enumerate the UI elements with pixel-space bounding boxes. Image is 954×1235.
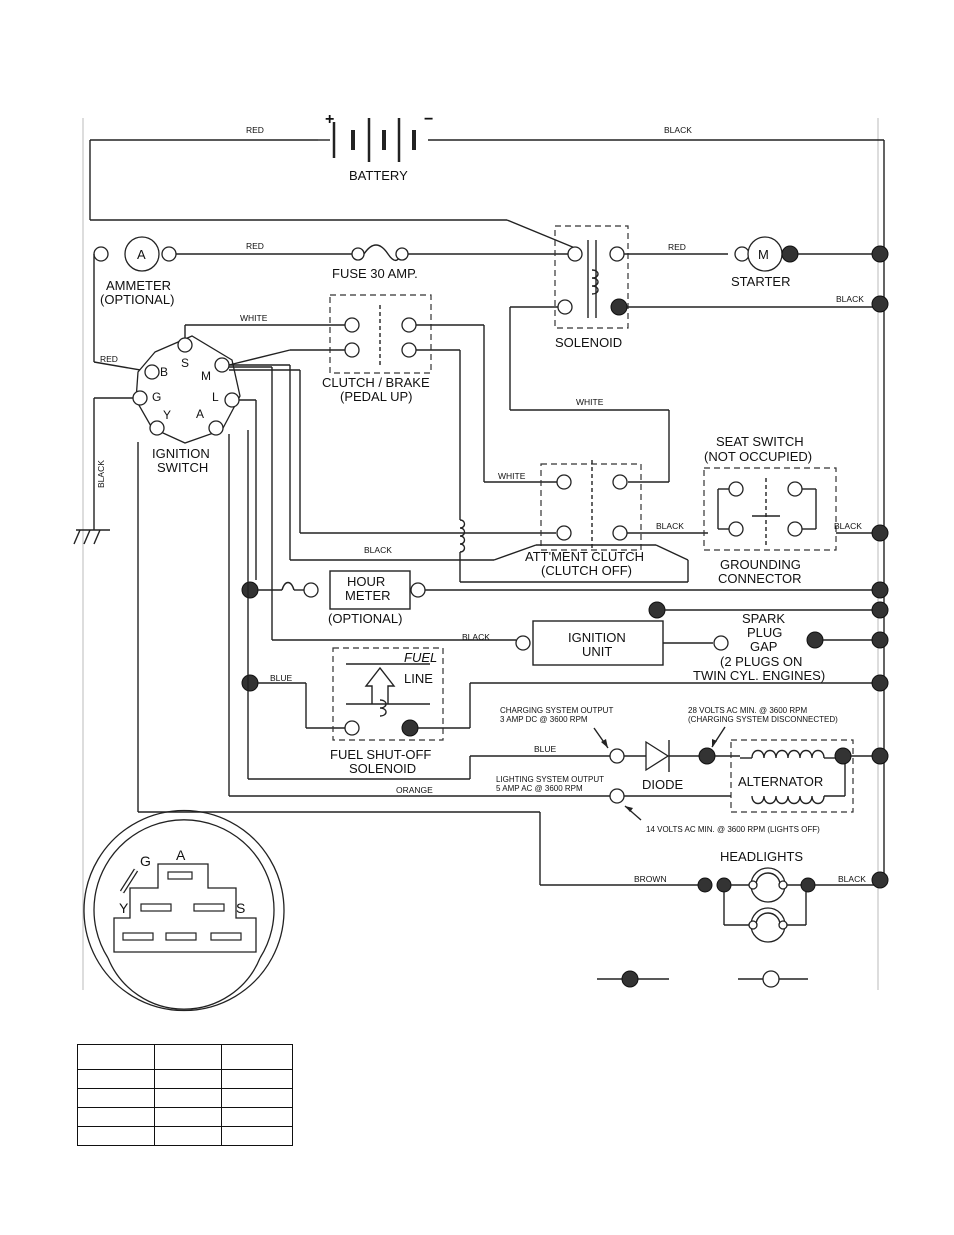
lighting-output-label: LIGHTING SYSTEM OUTPUT	[496, 775, 604, 784]
ign-terminal-l: L	[212, 390, 219, 404]
fuse-label: FUSE 30 AMP.	[332, 266, 418, 281]
ignition-unit-label-2: UNIT	[582, 644, 612, 659]
starter-label: STARTER	[731, 274, 790, 289]
starter-symbol: M	[758, 247, 769, 262]
ammeter-symbol: A	[137, 247, 146, 262]
fuse: FUSE 30 AMP.	[332, 244, 418, 281]
wire-label-red-starter: RED	[668, 242, 686, 252]
wire-label-black-ignition-unit: BLACK	[462, 632, 490, 642]
hour-meter: HOUR METER (OPTIONAL)	[303, 570, 426, 626]
seat-switch: SEAT SWITCH (NOT OCCUPIED) GROUNDING CON…	[703, 434, 837, 586]
grounding-connector-label: GROUNDING	[720, 557, 801, 572]
fuel-solenoid-label-2: SOLENOID	[349, 761, 416, 776]
wire-label-black-seat: BLACK	[834, 521, 862, 531]
ign-terminal-m: M	[201, 369, 211, 383]
seat-switch-label-2: (NOT OCCUPIED)	[704, 449, 812, 464]
connector-pin-g: G	[140, 853, 151, 869]
wiring-schematic: + − BATTERY RED BLACK A AMMETER (OPTIONA…	[73, 111, 889, 1012]
connector-pin-s: S	[236, 900, 245, 916]
wire-label-black-battery: BLACK	[664, 125, 692, 135]
starter-solenoid: SOLENOID	[554, 225, 629, 350]
diode-label: DIODE	[642, 777, 684, 792]
battery-label: BATTERY	[349, 168, 408, 183]
spark-plug-label-2: PLUG	[747, 625, 782, 640]
battery: + − BATTERY	[90, 111, 884, 183]
spark-plug-label: SPARK	[742, 611, 785, 626]
wire-label-red-ammeter: RED	[246, 241, 264, 251]
table-row	[77, 1044, 293, 1070]
wire-label-blue-fuel: BLUE	[270, 673, 293, 683]
ignition-pin-table	[77, 1044, 293, 1146]
wire-label-orange: ORANGE	[396, 785, 433, 795]
table-row	[77, 1069, 293, 1089]
spark-plug-label-3: GAP	[750, 639, 777, 654]
ammeter-label: AMMETER	[106, 278, 171, 293]
wire-label-red-battery: RED	[246, 125, 264, 135]
legend-connector-symbols	[597, 970, 808, 988]
fuel-shutoff-solenoid: FUEL LINE FUEL SHUT-OFF SOLENOID	[330, 647, 444, 776]
wire-label-white-ignition: WHITE	[240, 313, 268, 323]
wire-label-black-clutch: BLACK	[364, 545, 392, 555]
alternator-label: ALTERNATOR	[738, 774, 823, 789]
wire-label-black-headlights: BLACK	[838, 874, 866, 884]
ign-terminal-b: B	[160, 365, 168, 379]
wire-label-brown: BROWN	[634, 874, 667, 884]
attment-clutch-label-2: (CLUTCH OFF)	[541, 563, 632, 578]
ign-terminal-s: S	[181, 356, 189, 370]
fuel-solenoid-label: FUEL SHUT-OFF	[330, 747, 431, 762]
charging-output-label: CHARGING SYSTEM OUTPUT	[500, 706, 613, 715]
battery-plus-sign: +	[325, 111, 334, 128]
charging-output-label-2: 3 AMP DC @ 3600 RPM	[500, 715, 588, 724]
clutch-brake-label: CLUTCH / BRAKE	[322, 375, 430, 390]
wire-label-black-ground: BLACK	[96, 460, 106, 488]
hour-meter-label-2: METER	[345, 588, 391, 603]
connector-pin-a: A	[176, 847, 186, 863]
fuel-line-label: FUEL	[404, 650, 437, 665]
wire-label-red-ignition: RED	[100, 354, 118, 364]
ignition-unit: IGNITION UNIT	[515, 620, 664, 666]
ignition-switch-label-2: SWITCH	[157, 460, 208, 475]
ammeter-optional: (OPTIONAL)	[100, 292, 174, 307]
lights-test-label: 14 VOLTS AC MIN. @ 3600 RPM (LIGHTS OFF)	[646, 825, 820, 834]
spark-plug: SPARK PLUG GAP (2 PLUGS ON TWIN CYL. ENG…	[693, 611, 825, 683]
ignition-connector-view: G A Y S	[83, 809, 285, 1012]
starter-motor: M STARTER	[731, 236, 799, 289]
wire-label-white-attment: WHITE	[498, 471, 526, 481]
attachment-clutch-switch: ATT'MENT CLUTCH (CLUTCH OFF)	[493, 460, 689, 582]
charging-test-label-2: (CHARGING SYSTEM DISCONNECTED)	[688, 715, 838, 724]
hour-meter-label: HOUR	[347, 574, 385, 589]
ignition-unit-label: IGNITION	[568, 630, 626, 645]
ammeter: A AMMETER (OPTIONAL)	[93, 236, 177, 307]
connector-pin-y: Y	[119, 900, 129, 916]
clutch-brake-label-2: (PEDAL UP)	[340, 389, 412, 404]
lighting-output-label-2: 5 AMP AC @ 3600 RPM	[496, 784, 583, 793]
spark-plug-label-5: TWIN CYL. ENGINES)	[693, 668, 825, 683]
table-row	[77, 1126, 293, 1146]
ign-terminal-a: A	[196, 407, 204, 421]
ignition-switch: S M B G L Y A IGNITION SWITCH	[132, 335, 241, 475]
solenoid-label: SOLENOID	[555, 335, 622, 350]
headlights-label: HEADLIGHTS	[720, 849, 803, 864]
fuel-line-label-2: LINE	[404, 671, 433, 686]
wire-label-black-attment: BLACK	[656, 521, 684, 531]
headlights: HEADLIGHTS	[697, 849, 816, 943]
table-row	[77, 1107, 293, 1127]
clutch-brake-switch: CLUTCH / BRAKE (PEDAL UP)	[322, 294, 432, 404]
alternator: ALTERNATOR	[730, 739, 854, 813]
wire-label-white-solenoid: WHITE	[576, 397, 604, 407]
battery-minus-sign: −	[424, 111, 433, 128]
hour-meter-optional: (OPTIONAL)	[328, 611, 402, 626]
wire-label-black-solenoid: BLACK	[836, 294, 864, 304]
charging-test-label: 28 VOLTS AC MIN. @ 3600 RPM	[688, 706, 807, 715]
ign-terminal-g: G	[152, 390, 161, 404]
diode: DIODE	[624, 740, 700, 792]
grounding-connector-label-2: CONNECTOR	[718, 571, 802, 586]
attment-clutch-label: ATT'MENT CLUTCH	[525, 549, 644, 564]
ign-terminal-y: Y	[163, 408, 171, 422]
seat-switch-label: SEAT SWITCH	[716, 434, 804, 449]
wire-label-blue-charging: BLUE	[534, 744, 557, 754]
spark-plug-label-4: (2 PLUGS ON	[720, 654, 802, 669]
table-row	[77, 1088, 293, 1108]
ignition-switch-label: IGNITION	[152, 446, 210, 461]
